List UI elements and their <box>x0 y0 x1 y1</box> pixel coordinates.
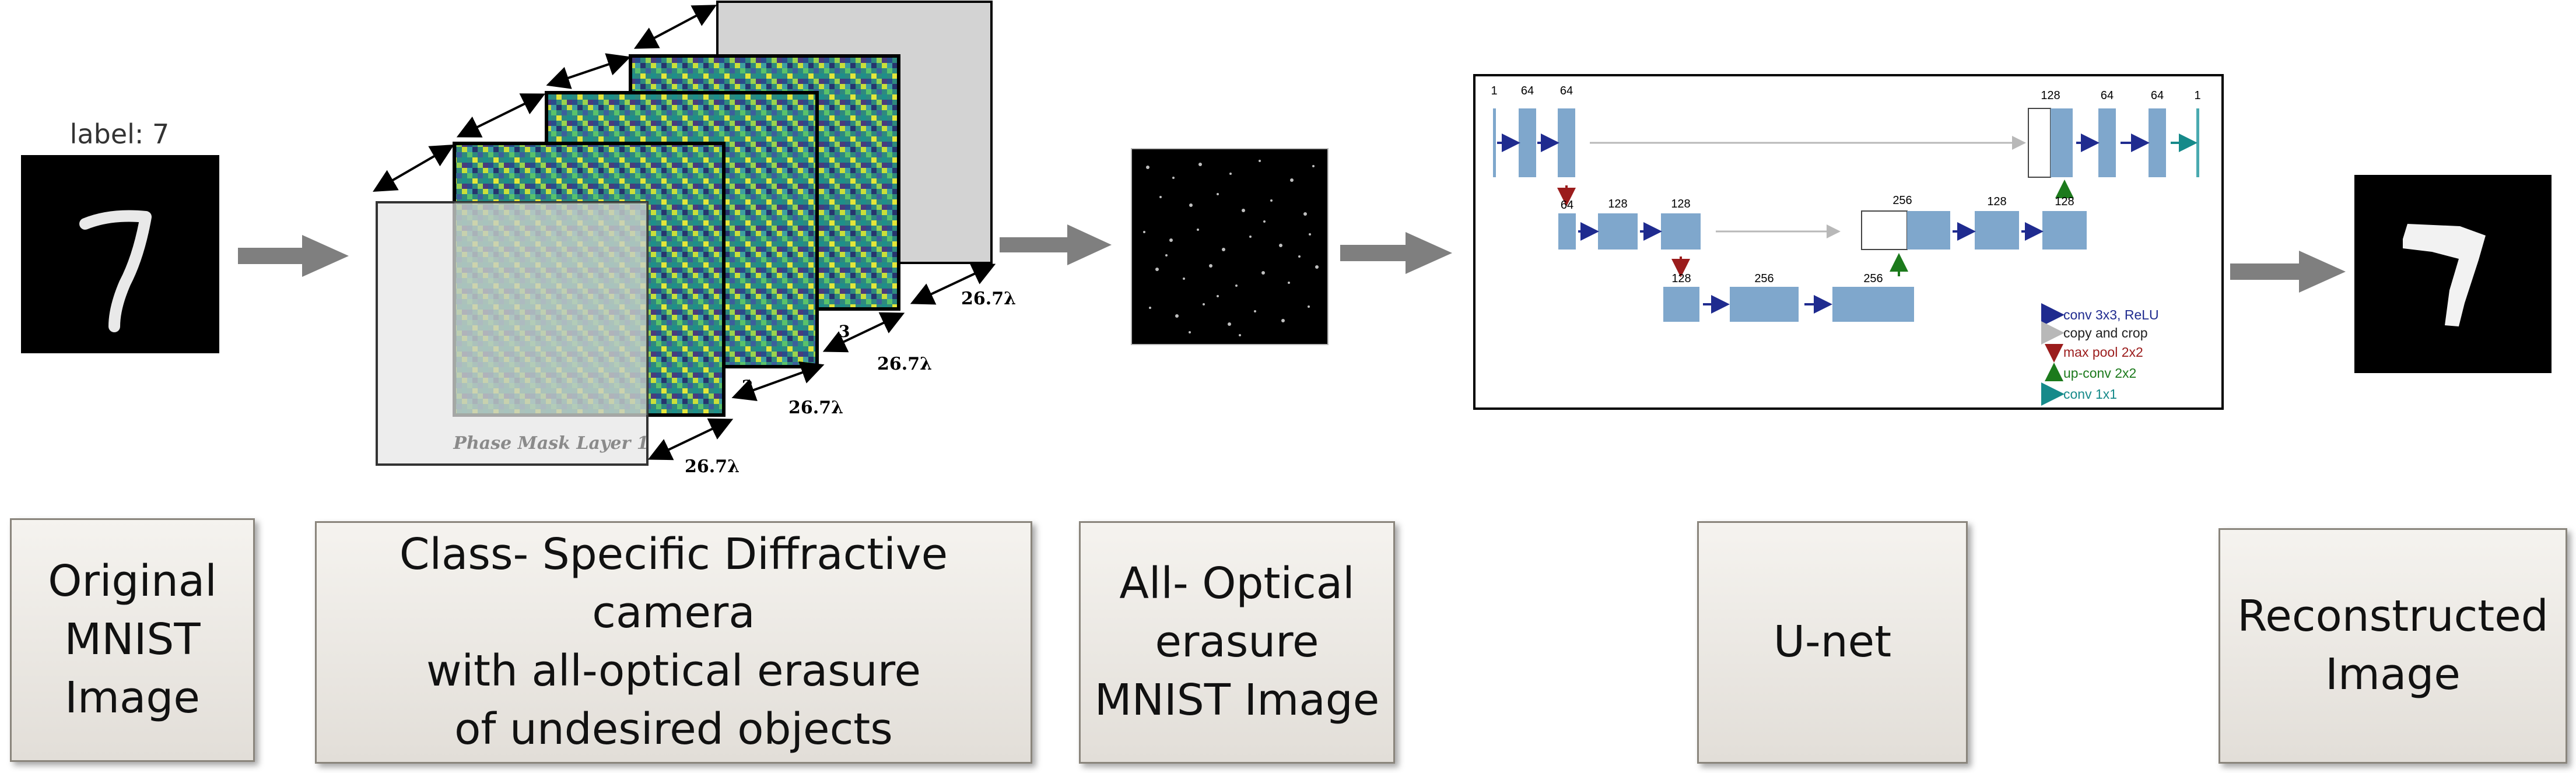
unet-num: 128 <box>2041 89 2060 102</box>
spacing-label-3: 26.7λ <box>877 354 932 374</box>
input-label: label: 7 <box>70 118 170 150</box>
diffractive-layer-stack <box>373 1 996 466</box>
layer-number-3: 3 <box>839 322 850 341</box>
caption-reconstructed-image: Reconstructed Image <box>2218 528 2567 764</box>
unet-num: 1 <box>1491 85 1497 97</box>
unet-num: 256 <box>1754 272 1774 285</box>
flow-arrow-2 <box>1000 224 1112 265</box>
unet-block-l1-b <box>1558 108 1575 177</box>
caption-original-mnist-image-text: Original MNIST Image <box>48 556 217 723</box>
unet-num: 256 <box>1863 272 1883 285</box>
unet-num: 1 <box>2194 89 2200 102</box>
unet-num: 64 <box>2101 89 2114 102</box>
unet-num: 64 <box>2151 89 2164 102</box>
unet-block-l3-c <box>1832 287 1914 322</box>
unet-num: 64 <box>1560 85 1573 97</box>
legend-conv1x1: conv 1x1 <box>2063 386 2117 402</box>
unet-block-l2-e <box>1975 211 2019 250</box>
unet-num: 128 <box>1671 272 1691 285</box>
unet-num: 128 <box>1608 198 1627 210</box>
reconstructed-digit-image <box>2354 175 2552 373</box>
flow-arrow-1 <box>238 235 349 277</box>
phase-mask-layer-label: Phase Mask Layer 1 <box>453 433 649 454</box>
unet-block-l1-a <box>1519 108 1536 177</box>
stack-arrow-bottom-1 <box>647 418 734 461</box>
unet-block-l1-crop <box>2028 108 2051 178</box>
unet-num: 128 <box>1987 195 2006 208</box>
stack-arrow-bottom-3 <box>822 312 905 353</box>
flow-arrow-4 <box>2230 251 2346 293</box>
unet-num: 64 <box>1561 199 1573 212</box>
caption-original-mnist-image: Original MNIST Image <box>10 518 255 762</box>
stack-arrow-top-3 <box>546 53 631 89</box>
stack-arrow-top-1 <box>373 144 454 192</box>
unet-block-l1-output <box>2196 108 2199 177</box>
caption-unet: U-net <box>1697 521 1968 764</box>
unet-block-l2-crop <box>1861 210 1908 250</box>
caption-diffractive-camera-text: Class- Specific Diffractive camera with … <box>399 529 948 754</box>
flow-arrow-3 <box>1340 232 1452 274</box>
unet-diagram: 1 64 64 64 128 128 128 256 256 256 128 1… <box>1473 74 2224 410</box>
stack-arrow-bottom-2 <box>731 361 825 401</box>
layer-number-2: 2 <box>742 377 753 396</box>
legend-copy: copy and crop <box>2063 325 2147 340</box>
stack-arrow-top-2 <box>456 93 546 138</box>
legend-conv: conv 3x3, ReLU <box>2063 307 2159 322</box>
unet-block-l3-a <box>1663 287 1699 322</box>
caption-diffractive-camera: Class- Specific Diffractive camera with … <box>315 521 1032 764</box>
unet-block-l1-input <box>1493 108 1496 177</box>
unet-block-l2-b <box>1598 213 1638 250</box>
spacing-label-1: 26.7λ <box>685 456 739 477</box>
unet-block-l1-c <box>2051 108 2073 177</box>
legend-maxpool: max pool 2x2 <box>2063 345 2143 360</box>
unet-block-l2-c <box>1661 213 1701 250</box>
unet-num: 128 <box>1671 198 1690 210</box>
caption-unet-text: U-net <box>1773 617 1892 667</box>
unet-block-l1-d <box>2098 108 2116 177</box>
unet-block-l2-f <box>2042 211 2087 250</box>
stack-arrow-top-4 <box>633 5 717 49</box>
unet-num: 128 <box>2055 195 2074 208</box>
unet-block-l2-a <box>1558 213 1576 250</box>
caption-reconstructed-image-text: Reconstructed Image <box>2237 591 2549 700</box>
unet-block-l3-b <box>1730 287 1799 322</box>
unet-legend: conv 3x3, ReLU copy and crop max pool 2x… <box>2041 303 2159 406</box>
spacing-label-2: 26.7λ <box>788 398 843 418</box>
stack-arrow-bottom-4 <box>910 263 996 305</box>
legend-upconv: up-conv 2x2 <box>2063 366 2136 381</box>
phase-mask-layer-1 <box>376 201 649 466</box>
unet-num: 256 <box>1892 194 1912 207</box>
phase-mask-layer-1-overlay <box>454 202 647 415</box>
all-optical-erasure-image <box>1131 148 1329 345</box>
spacing-label-4: 26.7λ <box>961 289 1016 309</box>
unet-block-l1-e <box>2149 108 2166 177</box>
input-digit-image <box>21 155 219 353</box>
unet-num: 64 <box>1521 85 1534 97</box>
unet-block-l2-d <box>1907 211 1950 250</box>
caption-erasure-image-text: All- Optical erasure MNIST Image <box>1094 558 1380 725</box>
caption-erasure-image: All- Optical erasure MNIST Image <box>1079 521 1395 764</box>
